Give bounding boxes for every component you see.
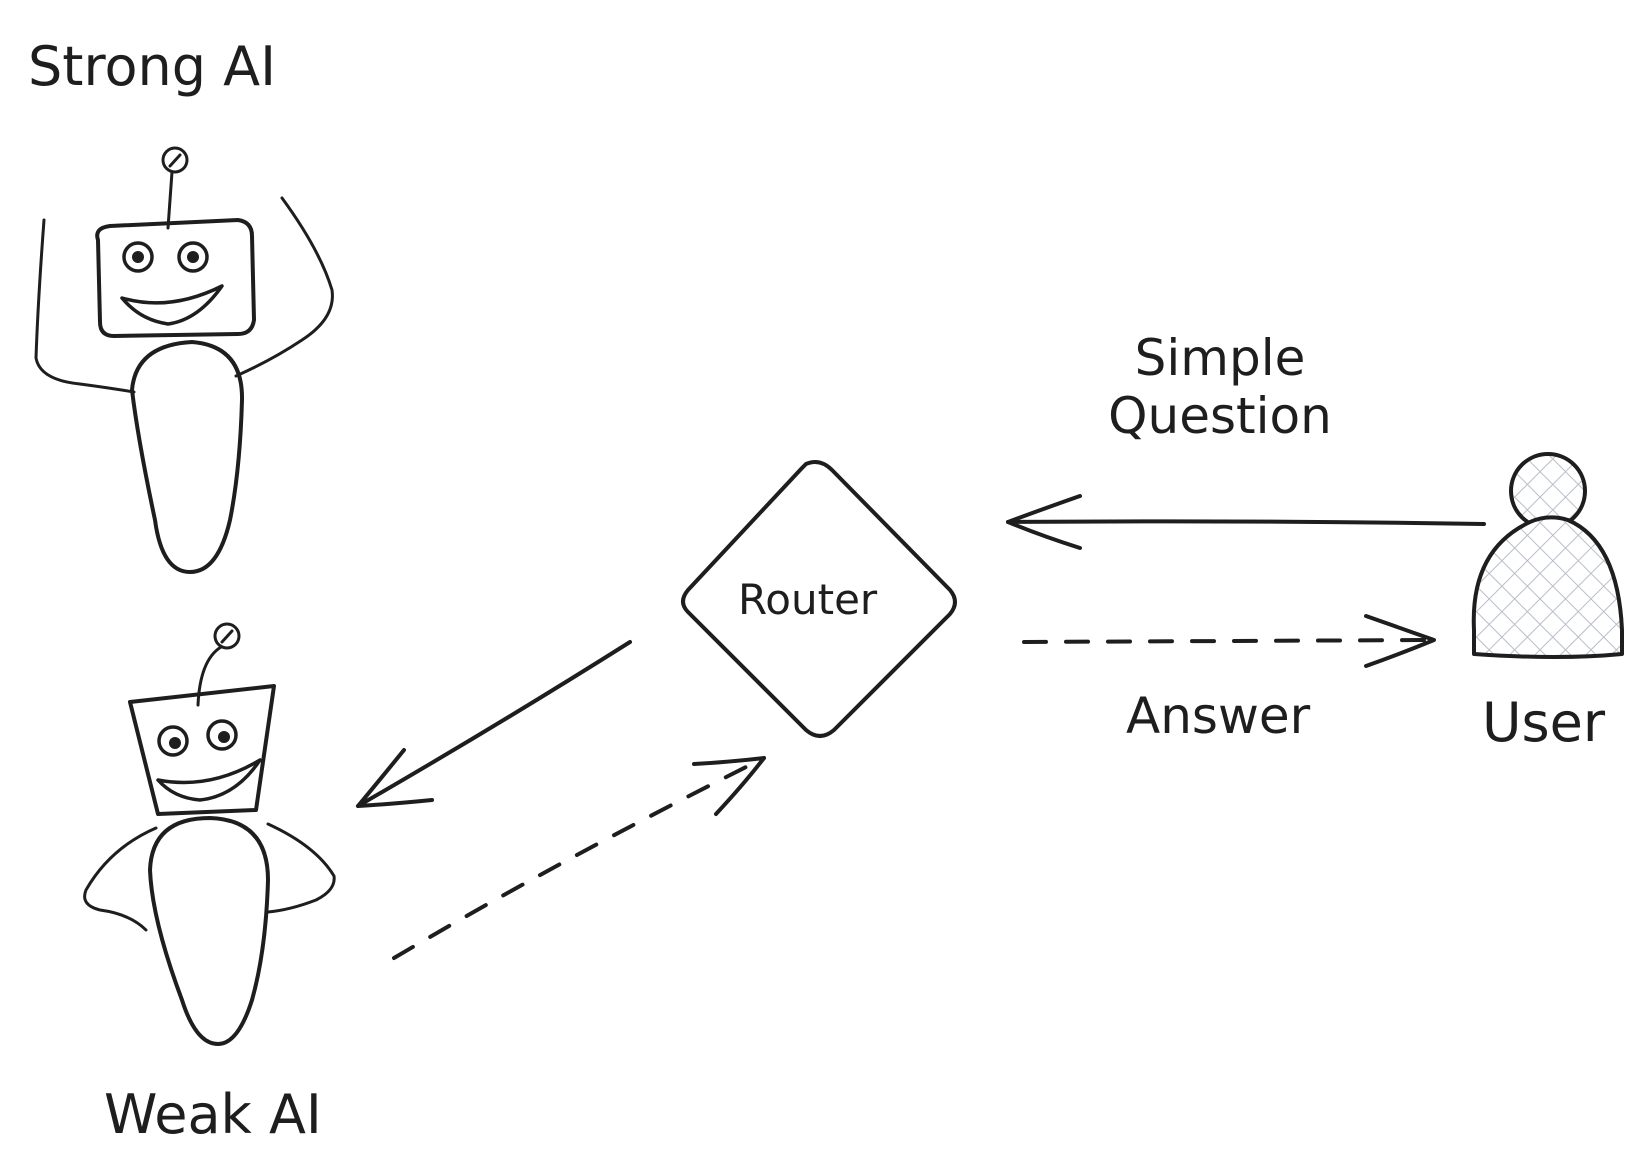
- simple-question-label: Simple Question: [1108, 329, 1332, 445]
- user-label: User: [1482, 691, 1606, 754]
- strong-ai-left-arm: [34, 218, 136, 394]
- weak-ai-head: [128, 684, 276, 816]
- weak-ai-left-arm: [83, 826, 158, 932]
- router-to-weak-ai-arrow: [356, 640, 632, 808]
- weak-ai-mouth: [156, 758, 262, 802]
- strong-ai-antenna-ball: [161, 146, 189, 174]
- strong-ai-antenna-stem: [166, 170, 174, 230]
- weak-ai-label: Weak AI: [104, 1083, 322, 1146]
- weak-ai-antenna-ball: [213, 622, 241, 650]
- router-label: Router: [738, 575, 878, 624]
- weak-ai-to-router-arrow: [392, 756, 766, 960]
- strong-ai-mouth: [120, 284, 224, 326]
- weak-ai-body: [148, 816, 270, 1046]
- answer-label: Answer: [1126, 687, 1311, 745]
- question-arrow: [1006, 494, 1486, 550]
- strong-ai-label: Strong AI: [28, 35, 277, 98]
- user-body: [1471, 515, 1624, 659]
- weak-ai-robot: [83, 622, 336, 1046]
- strong-ai-body: [130, 340, 245, 574]
- weak-ai-right-arm: [266, 822, 336, 914]
- strong-ai-right-arm: [234, 196, 334, 378]
- router-diamond: [681, 460, 957, 738]
- answer-arrow: [1022, 614, 1436, 668]
- strong-ai-robot: [34, 146, 334, 574]
- strong-ai-head: [95, 218, 256, 338]
- weak-ai-antenna-stem: [196, 645, 223, 707]
- user-figure: [1471, 452, 1624, 659]
